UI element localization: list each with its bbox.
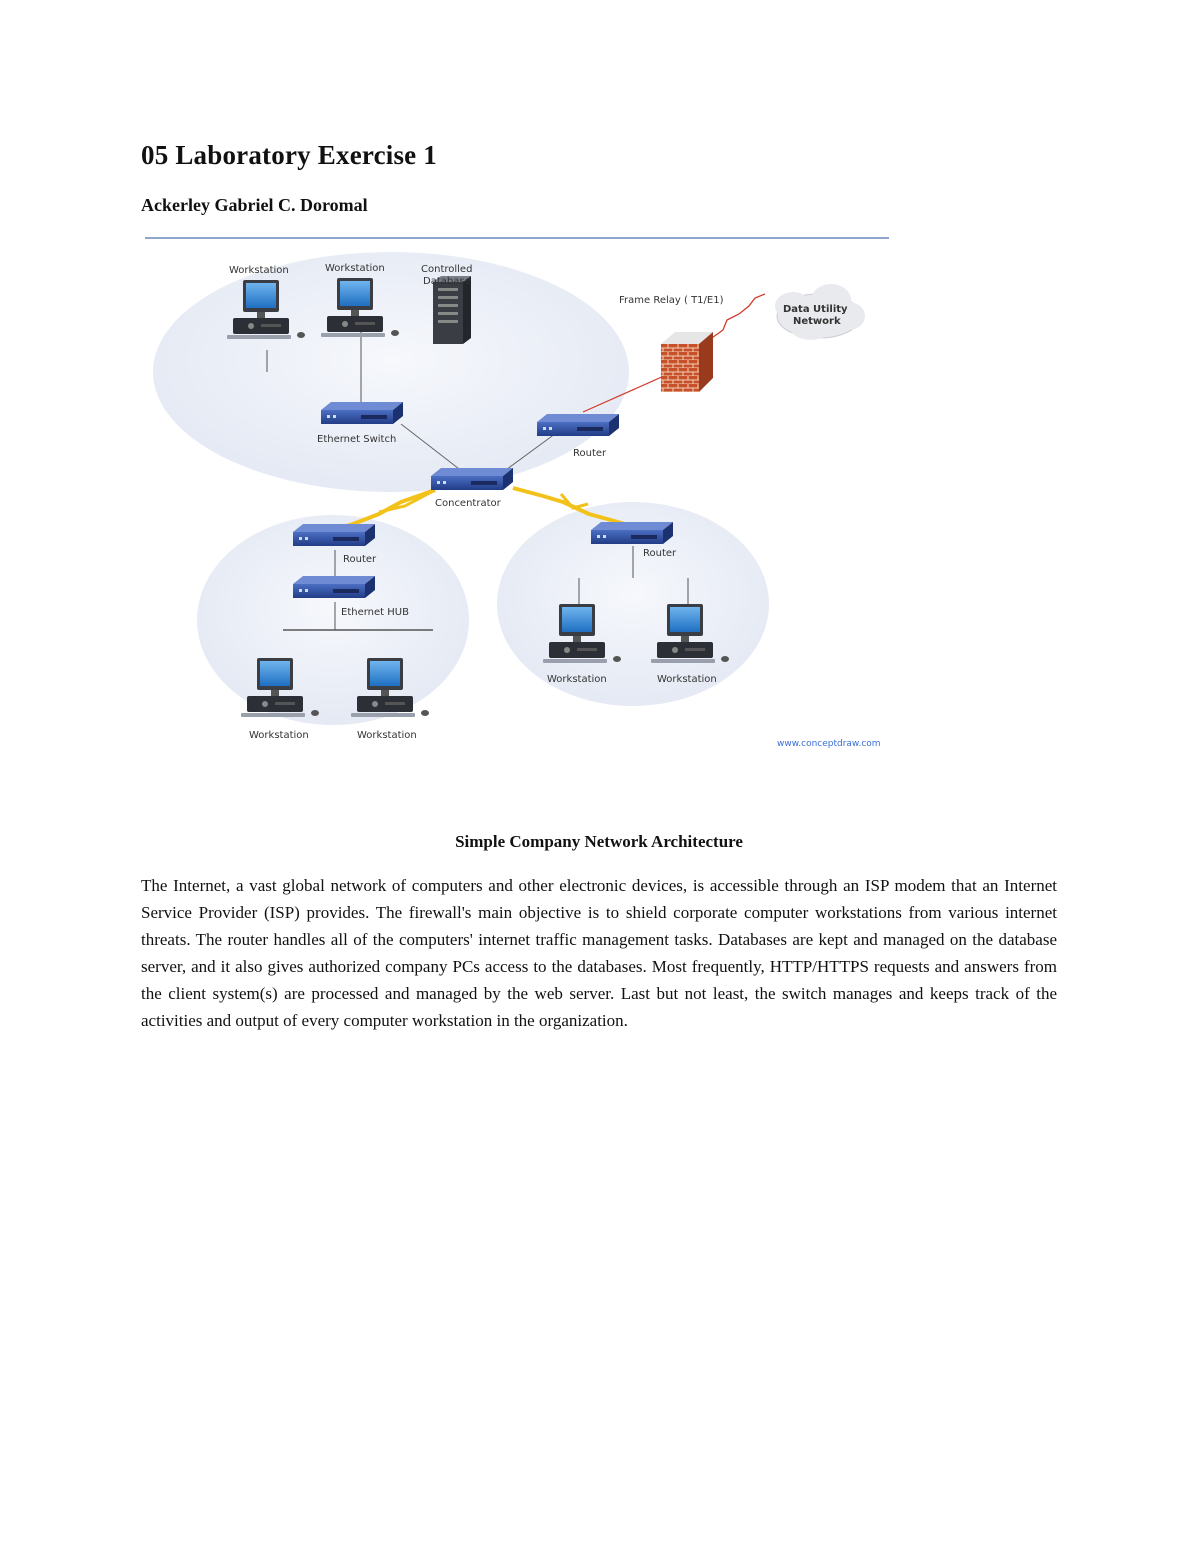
label-ws-top-left: Workstation (229, 265, 289, 276)
network-diagram: Workstation Workstation Controlled Datab… (143, 232, 893, 757)
label-ws-top-mid: Workstation (325, 263, 385, 274)
label-ws-bottom-left-1: Workstation (249, 730, 309, 741)
label-cloud-2: Network (793, 316, 841, 327)
database-server-icon (433, 276, 471, 344)
page-title: 05 Laboratory Exercise 1 (141, 140, 437, 170)
firewall-icon (661, 332, 713, 392)
label-frame-relay: Frame Relay ( T1/E1) (619, 295, 724, 306)
label-ws-bottom-left-2: Workstation (357, 730, 417, 741)
diagram-watermark: www.conceptdraw.com (777, 739, 881, 749)
author-name: Ackerley Gabriel C. Doromal (141, 195, 368, 215)
label-ethernet-switch: Ethernet Switch (317, 434, 396, 445)
label-router-top: Router (573, 448, 607, 459)
label-ethernet-hub: Ethernet HUB (341, 607, 409, 618)
label-cloud-1: Data Utility (783, 304, 848, 315)
body-paragraph: The Internet, a vast global network of c… (141, 876, 1057, 1030)
label-ws-bottom-right-1: Workstation (547, 674, 607, 685)
label-router-left: Router (343, 554, 377, 565)
label-ws-bottom-right-2: Workstation (657, 674, 717, 685)
cloud-icon (775, 284, 865, 340)
figure-caption: Simple Company Network Architecture (455, 832, 743, 851)
label-controlled-db-1: Controlled (421, 264, 472, 275)
label-concentrator: Concentrator (435, 498, 502, 509)
label-router-right: Router (643, 548, 677, 559)
label-controlled-db-2: Database (423, 276, 471, 287)
